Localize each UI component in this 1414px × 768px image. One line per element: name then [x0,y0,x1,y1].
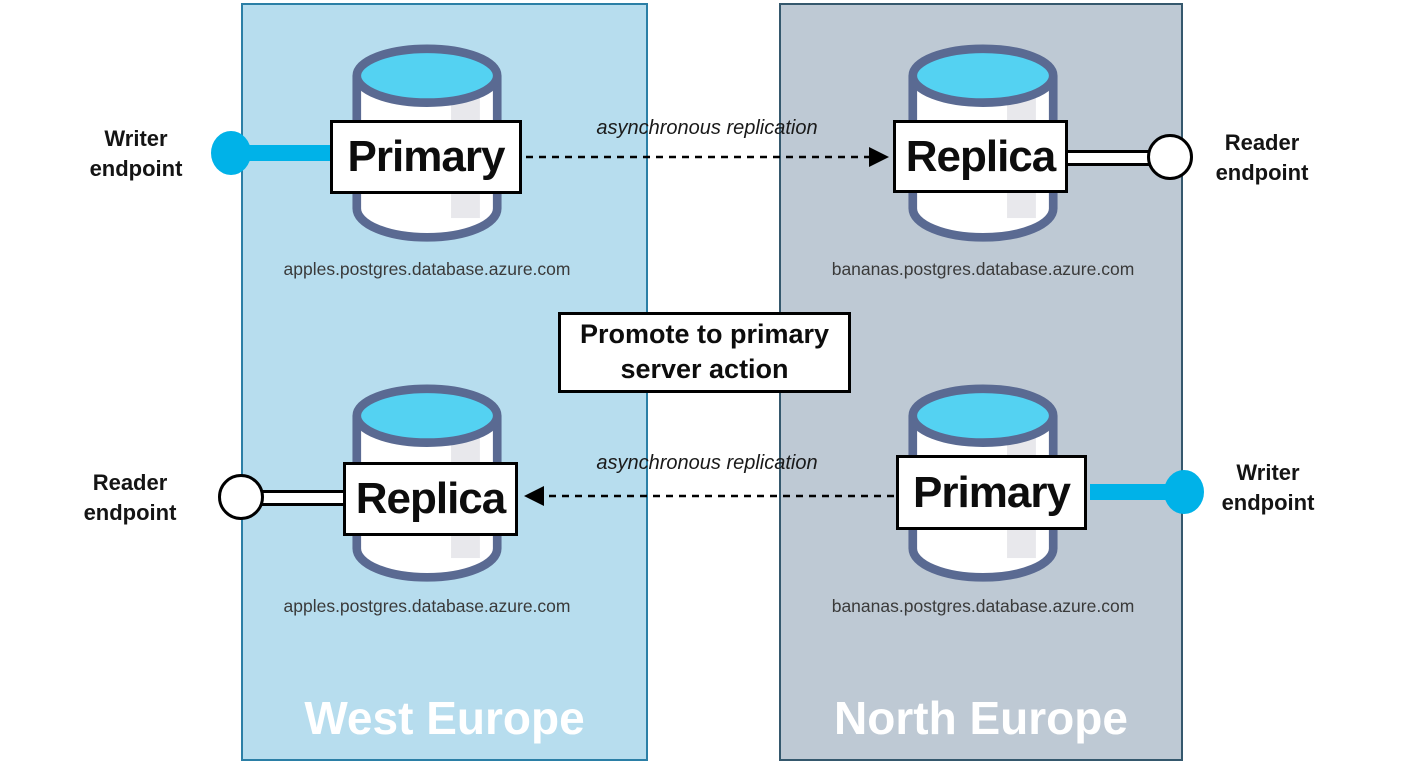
region-label-north: North Europe [834,692,1128,744]
promote-action-line: server action [620,354,789,384]
server-hostname: apples.postgres.database.azure.com [283,596,571,616]
server-hostname: bananas.postgres.database.azure.com [831,259,1135,279]
endpoint-label-line: endpoint [89,156,183,181]
server-role-replica-north: Replica [893,120,1068,193]
replication-label-bottom: asynchronous replication [596,452,818,474]
promote-action-line: Promote to primary [579,319,830,349]
server-hostname: apples.postgres.database.azure.com [283,259,571,279]
writer-endpoint-label: Writer endpoint [1178,458,1358,518]
reader-endpoint-label: Reader endpoint [40,468,220,528]
endpoint-label-line: endpoint [83,500,177,525]
replication-label-top: asynchronous replication [596,117,818,139]
endpoint-label-line: Reader [92,470,168,495]
reader-endpoint-label: Reader endpoint [1172,128,1352,188]
writer-connector-line [230,145,335,161]
server-role-replica-west: Replica [343,462,518,536]
region-label-west: West Europe [304,692,585,744]
endpoint-label-line: Reader [1224,130,1300,155]
endpoint-label-line: Writer [1236,460,1300,485]
writer-endpoint-icon [1164,470,1204,514]
reader-endpoint-icon [218,474,264,520]
promote-action-box: Promote to primary server action [558,312,851,393]
endpoint-label-line: endpoint [1221,490,1315,515]
reader-endpoint-icon [1147,134,1193,180]
server-hostname: bananas.postgres.database.azure.com [831,596,1135,616]
server-role-primary-west: Primary [330,120,522,194]
endpoint-label-line: Writer [104,126,168,151]
writer-endpoint-icon [211,131,251,175]
writer-endpoint-label: Writer endpoint [46,124,226,184]
endpoint-label-line: endpoint [1215,160,1309,185]
server-role-primary-north: Primary [896,455,1087,530]
